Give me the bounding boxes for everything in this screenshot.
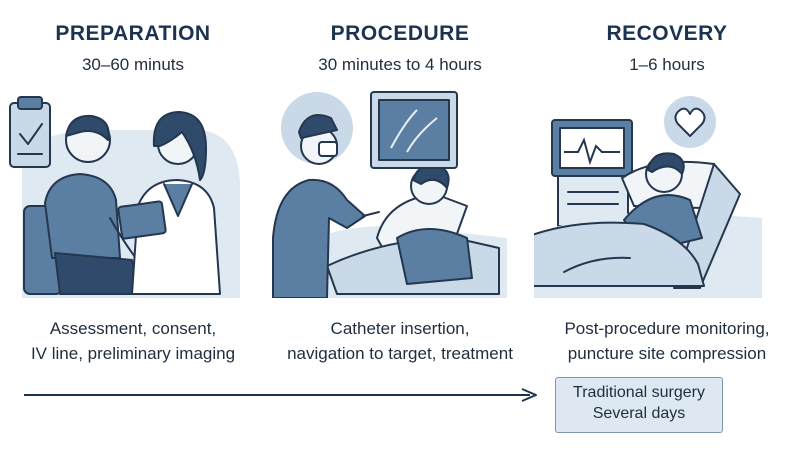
stage-title: PROCEDURE [330,22,470,45]
timeline-arrow [24,388,537,402]
stage-duration: 1–6 hours [629,55,705,74]
stage-description: Assessment, consent, IV line, preliminar… [0,316,278,366]
stage-title: PREPARATION [55,22,211,45]
procedure-illustration [272,91,507,298]
xray-screen-icon [370,91,458,169]
preparation-illustration [9,96,240,298]
stage-title: RECOVERY [606,22,728,45]
stage-duration: 30–60 minuts [81,55,185,74]
description-line-1: Catheter insertion, [330,319,470,338]
stage-description: Post-procedure monitoring, puncture site… [522,316,800,366]
callout-value: Several days [592,405,686,422]
stage-recovery: RECOVERY 1–6 hours Post-procedure monito… [534,0,800,450]
callout-label: Traditional surgery [573,384,705,401]
ecg-monitor-icon [551,119,633,227]
traditional-surgery-callout: Traditional surgery Several days [555,377,723,433]
description-line-2: IV line, preliminary imaging [30,344,236,363]
heart-icon [664,96,716,148]
clipboard-check-icon [9,96,51,168]
stage-description: Catheter insertion, navigation to target… [255,316,545,366]
description-line-1: Assessment, consent, [49,319,217,338]
description-line-1: Post-procedure monitoring, [564,319,770,338]
stage-duration: 30 minutes to 4 hours [318,55,482,74]
description-line-2: navigation to target, treatment [287,344,513,363]
stage-procedure: PROCEDURE 30 minutes to 4 hours Catheter… [267,0,533,450]
recovery-illustration [534,96,762,298]
stage-preparation: PREPARATION 30–60 minuts Assessment, con… [0,0,266,450]
description-line-2: puncture site compression [567,344,767,363]
